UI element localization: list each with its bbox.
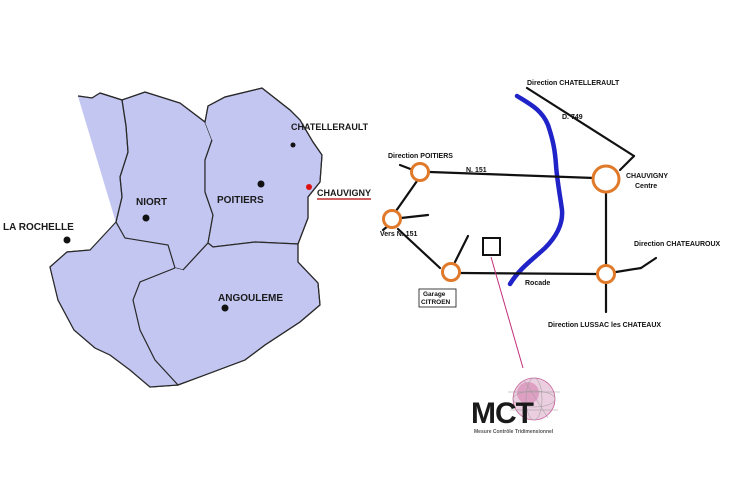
region-vienne bbox=[204, 87, 323, 248]
road-d749 bbox=[525, 86, 636, 158]
label-direction-lussac: Direction LUSSAC les CHATEAUX bbox=[548, 322, 661, 329]
roundabout-vers-n151 bbox=[382, 209, 402, 229]
garage-label-line1: Garage bbox=[423, 291, 446, 298]
city-dot-angouleme bbox=[221, 304, 229, 312]
road-lines bbox=[381, 86, 658, 314]
label-n151: N. 151 bbox=[466, 167, 487, 174]
city-label-chauvigny: CHAUVIGNY bbox=[317, 188, 371, 198]
label-d749: D. 749 bbox=[562, 114, 583, 121]
city-dot-chauvigny bbox=[306, 184, 312, 190]
city-label-la-rochelle: LA ROCHELLE bbox=[3, 222, 74, 233]
logo-sphere-icon bbox=[508, 377, 560, 421]
road-rocade bbox=[459, 271, 599, 276]
label-direction-poitiers: Direction POITIERS bbox=[388, 153, 453, 160]
pointer-line bbox=[490, 256, 524, 369]
garage-label-line2: CITROEN bbox=[421, 299, 451, 306]
label-chauvigny-centre-line1: CHAUVIGNY bbox=[626, 173, 668, 180]
city-label-chatellerault: CHATELLERAULT bbox=[291, 122, 369, 132]
region-outline bbox=[49, 87, 323, 388]
region-charente-maritime-fill bbox=[50, 93, 178, 387]
label-direction-chateauroux: Direction CHATEAUROUX bbox=[634, 241, 721, 248]
city-label-angouleme: ANGOULEME bbox=[218, 293, 283, 304]
road-to-chateauroux bbox=[614, 266, 643, 274]
mct-logo: MCT Mesure Contrôle Tridimensionnel bbox=[471, 377, 560, 435]
road-garage-spur bbox=[453, 234, 470, 264]
road-n151 bbox=[428, 170, 596, 180]
city-dot-chatellerault bbox=[290, 142, 296, 148]
garage-label-box bbox=[418, 288, 457, 308]
roundabout-garage bbox=[441, 262, 461, 282]
road-west-spur bbox=[399, 213, 430, 220]
road-link-left bbox=[394, 179, 419, 213]
mct-building-marker bbox=[482, 237, 501, 256]
label-chauvigny-centre-line2: Centre bbox=[635, 183, 657, 190]
regional-map: LA ROCHELLE NIORT POITIERS CHATELLERAULT… bbox=[3, 87, 371, 388]
label-direction-chatellerault: Direction CHATELLERAULT bbox=[527, 80, 620, 87]
road-chateauroux-end bbox=[639, 256, 658, 270]
roundabout-chauvigny-centre bbox=[591, 164, 621, 194]
label-vers-n151: Vers N. 151 bbox=[380, 231, 417, 238]
city-label-poitiers: POITIERS bbox=[217, 195, 264, 206]
roundabout-poitiers bbox=[410, 162, 430, 182]
logo-tagline: Mesure Contrôle Tridimensionnel bbox=[474, 429, 554, 435]
city-dot-niort bbox=[142, 214, 150, 222]
local-map: Direction CHATELLERAULT D. 749 Direction… bbox=[380, 80, 721, 369]
logo-text: MCT bbox=[471, 397, 534, 430]
road-d749-end bbox=[618, 154, 636, 172]
city-dot-la-rochelle bbox=[63, 236, 71, 244]
roundabouts bbox=[382, 162, 621, 284]
roundabout-rocade-east bbox=[596, 264, 616, 284]
city-dot-poitiers bbox=[257, 180, 265, 188]
river bbox=[507, 93, 565, 287]
city-label-niort: NIORT bbox=[136, 197, 167, 208]
label-rocade: Rocade bbox=[525, 280, 550, 287]
road-to-garage bbox=[396, 227, 442, 270]
